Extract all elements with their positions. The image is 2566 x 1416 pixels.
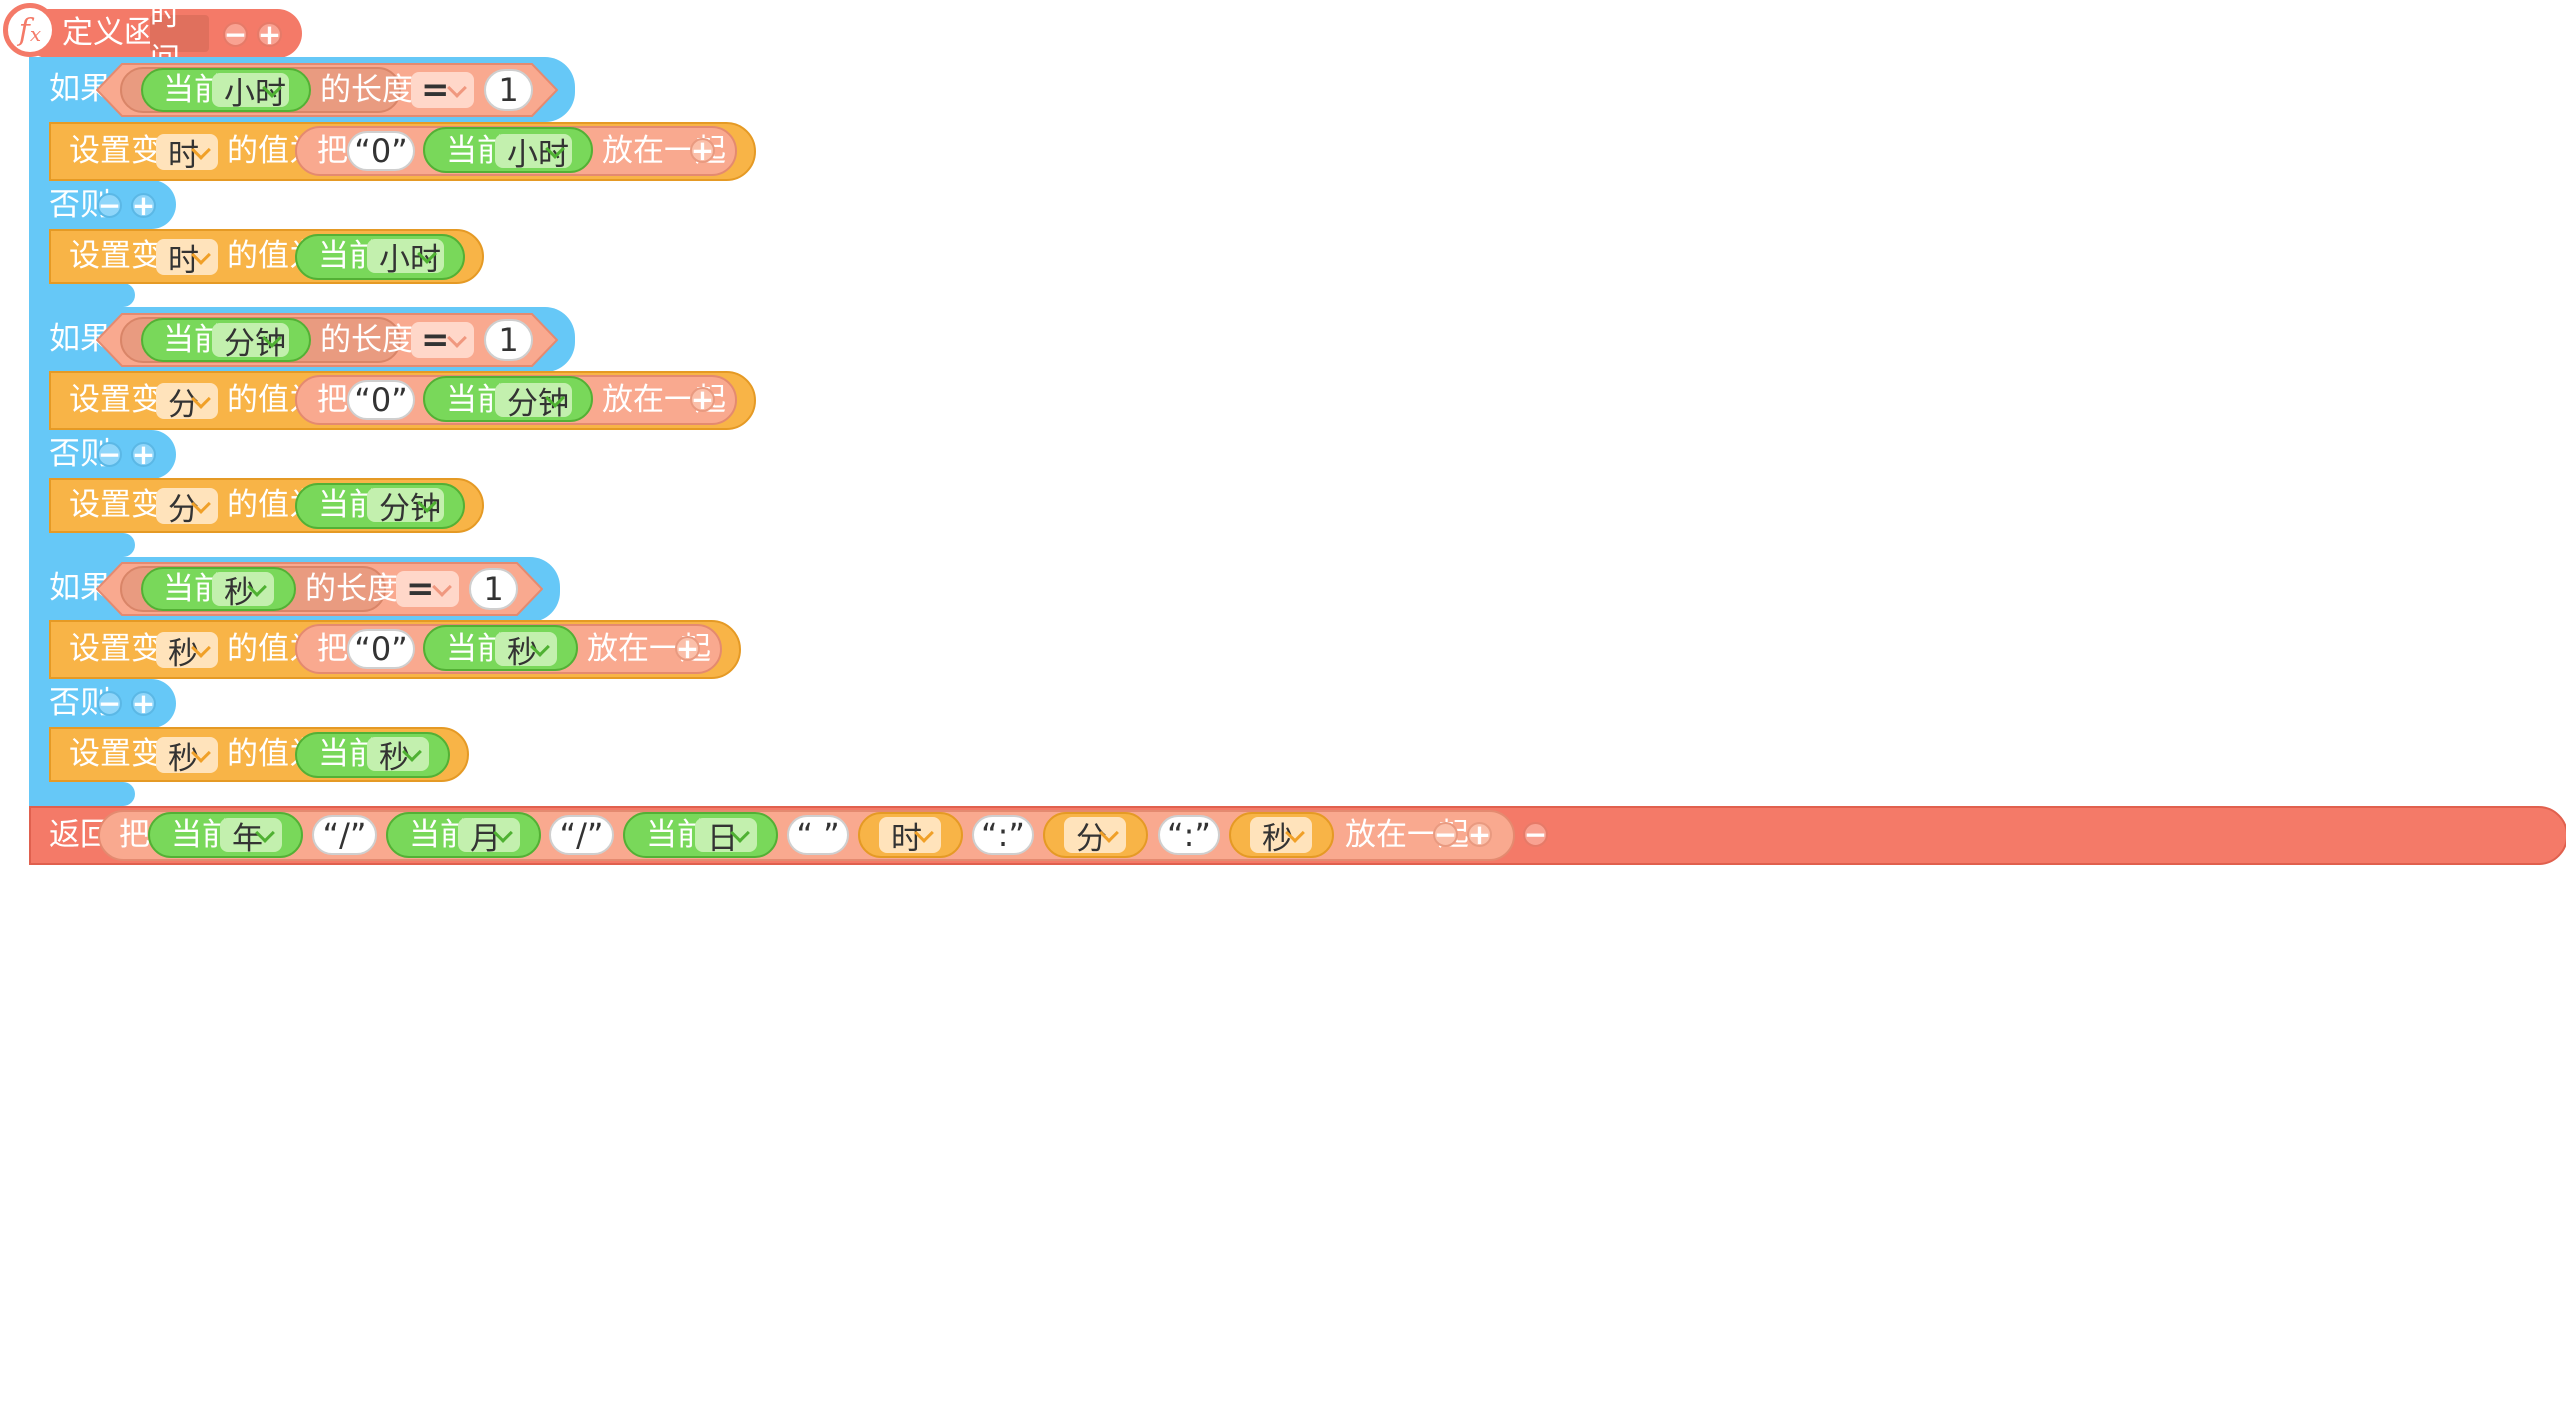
- add-branch-button[interactable]: +: [131, 686, 156, 720]
- variable-dropdown[interactable]: 分: [156, 488, 218, 528]
- remove-param-button[interactable]: −: [223, 17, 248, 51]
- time-unit-dropdown[interactable]: 秒: [367, 737, 429, 776]
- chevron-down-icon: [447, 328, 467, 348]
- function-name-field[interactable]: 时间: [150, 0, 209, 77]
- operator-dropdown[interactable]: =: [411, 70, 474, 110]
- chevron-down-icon: [447, 78, 467, 98]
- number-input[interactable]: 1: [484, 69, 533, 111]
- text-input[interactable]: “:”: [1158, 815, 1220, 855]
- join-label: 把: [317, 631, 348, 667]
- time-unit-dropdown[interactable]: 分钟: [495, 383, 572, 422]
- variable-dropdown[interactable]: 秒: [1250, 817, 1312, 857]
- variable-dropdown[interactable]: 时: [879, 817, 941, 857]
- text-input[interactable]: “0”: [347, 380, 415, 420]
- time-unit-dropdown[interactable]: 秒: [495, 632, 557, 671]
- time-unit-dropdown[interactable]: 小时: [212, 73, 289, 112]
- join-label: 把: [317, 133, 348, 169]
- add-param-button[interactable]: +: [257, 17, 282, 51]
- length-label: 的长度: [305, 571, 398, 607]
- remove-branch-button[interactable]: −: [97, 437, 122, 471]
- add-item-button[interactable]: +: [690, 133, 715, 167]
- remove-branch-button[interactable]: −: [97, 686, 122, 720]
- time-unit-dropdown[interactable]: 小时: [495, 134, 572, 173]
- remove-item-button[interactable]: −: [1433, 817, 1458, 851]
- add-item-button[interactable]: +: [1467, 817, 1492, 851]
- join-label: 把: [317, 382, 348, 418]
- chevron-down-icon: [432, 577, 452, 597]
- variable-dropdown[interactable]: 时: [156, 134, 218, 174]
- time-unit-dropdown[interactable]: 月: [458, 818, 520, 857]
- add-branch-button[interactable]: +: [131, 437, 156, 471]
- variable-dropdown[interactable]: 分: [156, 383, 218, 423]
- time-unit-dropdown[interactable]: 秒: [212, 572, 274, 611]
- remove-return-button[interactable]: −: [1523, 817, 1548, 851]
- length-label: 的长度: [320, 72, 413, 108]
- remove-branch-button[interactable]: −: [97, 188, 122, 222]
- time-unit-dropdown[interactable]: 日: [695, 818, 757, 857]
- text-input[interactable]: “ ”: [787, 815, 849, 855]
- number-input[interactable]: 1: [484, 319, 533, 361]
- time-unit-dropdown[interactable]: 分钟: [367, 488, 444, 527]
- add-item-button[interactable]: +: [675, 631, 700, 665]
- variable-dropdown[interactable]: 分: [1064, 817, 1126, 857]
- length-label: 的长度: [320, 322, 413, 358]
- variable-dropdown[interactable]: 秒: [156, 737, 218, 777]
- variable-dropdown[interactable]: 秒: [156, 632, 218, 672]
- operator-dropdown[interactable]: =: [411, 320, 474, 360]
- text-input[interactable]: “/”: [312, 815, 377, 855]
- join-label: 把: [119, 817, 150, 853]
- text-input[interactable]: “:”: [972, 815, 1034, 855]
- number-input[interactable]: 1: [469, 568, 518, 610]
- text-input[interactable]: “/”: [549, 815, 614, 855]
- text-input[interactable]: “0”: [347, 131, 415, 171]
- variable-dropdown[interactable]: 时: [156, 239, 218, 279]
- add-branch-button[interactable]: +: [131, 188, 156, 222]
- operator-dropdown[interactable]: =: [396, 569, 459, 609]
- time-unit-dropdown[interactable]: 分钟: [212, 323, 289, 362]
- time-unit-dropdown[interactable]: 年: [220, 818, 282, 857]
- add-item-button[interactable]: +: [690, 382, 715, 416]
- text-input[interactable]: “0”: [347, 629, 415, 669]
- time-unit-dropdown[interactable]: 小时: [367, 239, 444, 278]
